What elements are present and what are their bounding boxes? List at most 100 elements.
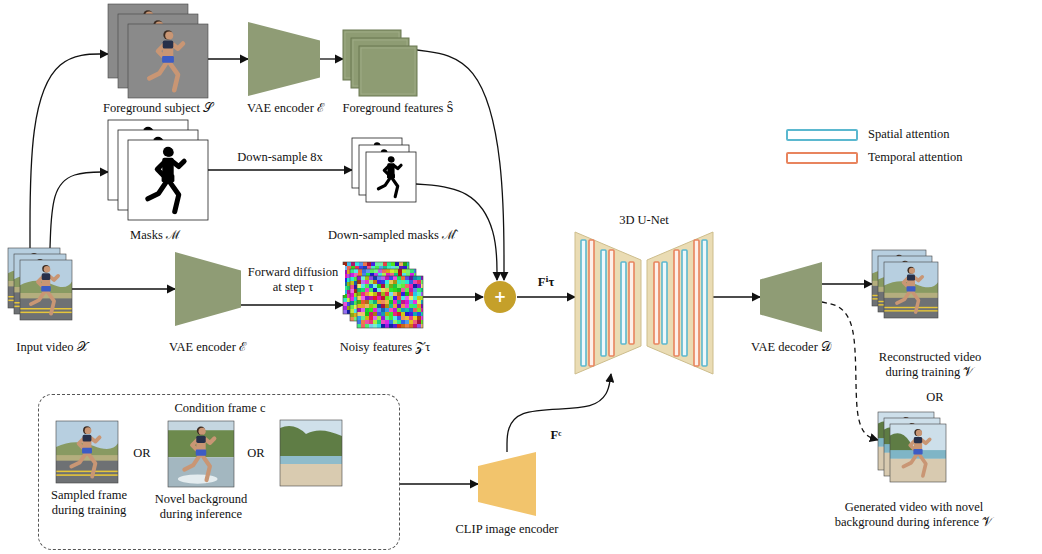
noise-pixel: [357, 304, 361, 308]
node-caption: 3D U-Net: [619, 213, 669, 228]
water: [168, 457, 234, 487]
runner-shorts: [196, 450, 207, 456]
noise-pixel: [377, 276, 381, 280]
runner-shorts: [913, 449, 922, 454]
noise-pixel: [347, 262, 351, 266]
runner-top: [914, 437, 922, 443]
mask-stack: Masks ℳ: [108, 120, 208, 220]
node-illustration: [168, 421, 234, 487]
runner-limb: [71, 453, 86, 467]
encoder-shape: [175, 252, 241, 326]
stack-frame: [359, 46, 417, 96]
stack-frame: [128, 140, 208, 220]
noise-pixel: [350, 289, 354, 293]
noise-pixel: [365, 280, 369, 284]
noise-pixel: [369, 316, 373, 320]
noise-pixel: [381, 292, 385, 296]
runner-limb: [149, 62, 166, 78]
noise-pixel: [405, 284, 409, 288]
noise-pixel: [369, 288, 373, 292]
trees: [168, 421, 234, 457]
encoder-block: VAE encoder ℰ: [175, 252, 241, 326]
noise-pixel: [366, 269, 370, 273]
noise-pixel: [373, 276, 377, 280]
road: [56, 461, 118, 483]
node-illustration: [8, 248, 72, 320]
noise-pixel: [377, 316, 381, 320]
node-illustration: [872, 250, 938, 318]
noise-pixel: [362, 269, 366, 273]
noise-pixel: [386, 269, 390, 273]
noise-pixel: [385, 296, 389, 300]
noise-pixel: [361, 300, 365, 304]
runner-limb: [184, 455, 200, 469]
noise-pixel: [373, 308, 377, 312]
spatial-attention-bar: [621, 262, 626, 344]
noise-pixel: [381, 316, 385, 320]
noise-pixel: [381, 280, 385, 284]
noise-pixel: [417, 312, 421, 316]
runner-head: [199, 428, 206, 435]
mask-ground: [366, 152, 416, 202]
node-caption: Reconstructed video during training 𝒱: [865, 350, 995, 380]
noise-pixel: [403, 262, 407, 266]
edge-label: Fⁱτ: [536, 275, 556, 290]
noise-pixel: [381, 312, 385, 316]
noise-pixel: [373, 280, 377, 284]
noise-pixel: [402, 269, 406, 273]
runner-limb: [394, 165, 402, 168]
runner-hair: [388, 156, 394, 162]
feature-shade: [361, 48, 415, 94]
noise-pixel: [393, 284, 397, 288]
noise-pixel: [413, 292, 417, 296]
stack-frame: [890, 424, 946, 482]
connector-arrow: [208, 169, 352, 170]
node-caption: CLIP image encoder: [456, 522, 559, 537]
noise-pixel: [413, 296, 417, 300]
noise-pixel: [413, 324, 417, 328]
runner-shorts: [907, 286, 916, 291]
video-stack: Generated video with novel background du…: [878, 412, 946, 482]
noise-pixel: [397, 288, 401, 292]
noise-pixel: [413, 300, 417, 304]
node-illustration: [108, 120, 208, 220]
noise-pixel: [357, 300, 361, 304]
noise-pixel: [367, 262, 371, 266]
noise-pixel: [381, 296, 385, 300]
sum-node: +: [483, 280, 517, 314]
noise-pixel: [381, 284, 385, 288]
mask-stack: Down-sampled masks ℳ̂: [352, 138, 416, 202]
noise-pixel: [365, 300, 369, 304]
noise-pixel: [393, 288, 397, 292]
noise-pixel: [379, 262, 383, 266]
noise-pixel: [401, 320, 405, 324]
noise-pixel: [397, 304, 401, 308]
noise-pixel: [361, 280, 365, 284]
noise-pixel: [350, 285, 354, 289]
stack-frame: [366, 152, 416, 202]
or-label: OR: [133, 446, 150, 461]
noise-pixel: [374, 269, 378, 273]
noise-pixel: [395, 262, 399, 266]
noise-pixel: [361, 304, 365, 308]
noise-pixel: [373, 320, 377, 324]
noise-pixel: [350, 281, 354, 285]
node-illustration: [248, 22, 320, 96]
noise-pixel: [405, 300, 409, 304]
noise-pixel: [369, 304, 373, 308]
runner-midriff: [162, 165, 173, 175]
noise-pixel: [409, 276, 413, 280]
frame-border: [280, 420, 342, 486]
noise-pixel: [401, 288, 405, 292]
video-stack: Input video 𝒳: [8, 248, 72, 320]
lane-line: [884, 307, 938, 308]
noise-pixel: [405, 296, 409, 300]
stack-frame: [128, 24, 208, 98]
noise-pixel: [361, 312, 365, 316]
noise-pixel: [409, 288, 413, 292]
noise-pixel: [413, 280, 417, 284]
noise-pixel: [385, 284, 389, 288]
node-illustration: [343, 262, 423, 328]
noise-pixel: [377, 284, 381, 288]
noise-pixel: [377, 308, 381, 312]
